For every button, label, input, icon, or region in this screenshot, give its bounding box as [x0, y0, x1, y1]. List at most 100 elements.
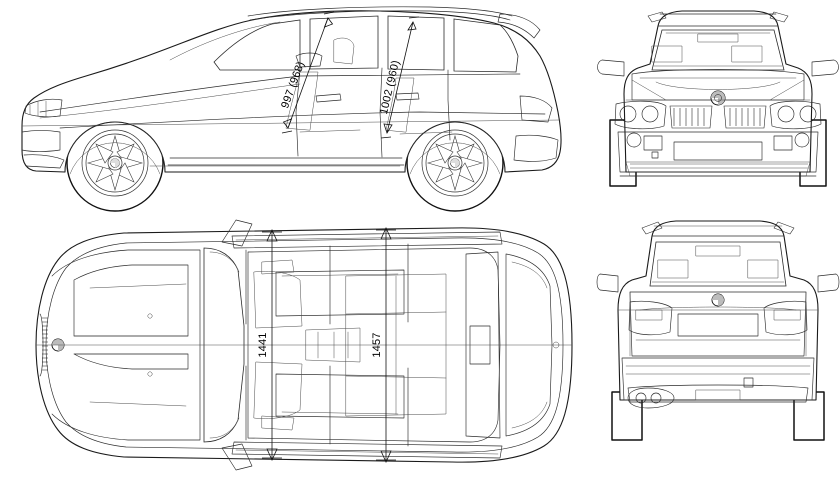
rear-exhaust-tips [627, 387, 675, 409]
front-roof-rail-right [769, 11, 789, 23]
top-washer-nozzle-left [147, 313, 153, 319]
rear-mirror-left [596, 273, 619, 293]
rear-headrest-left [657, 259, 689, 279]
side-windshield [213, 19, 301, 71]
rear-bumper [621, 357, 815, 401]
side-front-headrest [333, 37, 355, 65]
side-quarter-window [453, 18, 519, 73]
front-license-plate [673, 141, 763, 161]
dimension-label-front-track: 1441 [257, 332, 269, 357]
rear-tailgate-crease [639, 306, 797, 311]
front-kidney-grille-right [723, 105, 767, 129]
top-center-console [305, 327, 361, 363]
top-tailgate-edges [511, 261, 548, 429]
top-hood-panel-right [73, 353, 189, 370]
top-windshield-edges [209, 251, 240, 439]
front-headlight-left [614, 100, 667, 130]
top-mirror-left [221, 219, 253, 247]
top-seat-front-right [253, 361, 303, 419]
top-sunroof [275, 269, 405, 317]
side-rear-door-window [387, 15, 445, 71]
rear-bmw-roundel [711, 293, 725, 307]
front-right-vent [773, 135, 793, 151]
view-front-elevation [596, 0, 840, 205]
side-ref-horizontal [21, 119, 561, 127]
top-hood-center-seams [73, 335, 189, 355]
top-hood-panel-left [73, 264, 189, 337]
front-rearview-mirror [697, 33, 739, 43]
top-headrest-front-right [261, 415, 295, 431]
side-lower-intake [23, 154, 65, 169]
rear-parking-sensor [743, 377, 754, 388]
front-foglight-left [626, 132, 642, 148]
dimension-rear-track: 1457 [371, 227, 396, 463]
side-front-wheel [66, 114, 164, 212]
rear-roof-rail-right [773, 221, 795, 235]
rear-window [649, 241, 787, 287]
view-side-elevation: 997 (968) 1002 (960) [0, 0, 600, 215]
side-hood-line [169, 21, 281, 61]
top-sunroof-inner [281, 273, 399, 415]
top-mirror-right [221, 443, 253, 471]
rear-license-plate [677, 313, 759, 337]
rear-tow-cover [695, 389, 741, 401]
front-roof-rail-left [647, 11, 667, 23]
rear-high-mount-light [695, 245, 741, 257]
side-front-seat [285, 71, 319, 131]
side-rear-seat [385, 77, 415, 133]
side-shoulder-line [59, 111, 546, 129]
dimension-label-rear-track: 1457 [371, 332, 383, 357]
side-rear-fender-arch [404, 121, 506, 173]
rear-mirror-right [817, 273, 840, 293]
front-bmw-roundel [710, 90, 726, 106]
front-mirror-right [811, 59, 839, 77]
view-rear-elevation [596, 210, 840, 477]
front-headrest-left [651, 45, 683, 63]
side-front-arch-inner [69, 142, 161, 175]
top-sunroof-rear [275, 373, 405, 419]
side-taillight [519, 95, 553, 123]
side-door-handle-front [315, 93, 342, 103]
front-windshield [651, 29, 785, 71]
top-tailgate [505, 253, 553, 437]
side-door-handle-rear [395, 92, 420, 101]
front-intake-mesh [630, 163, 808, 173]
front-foglight-right [794, 132, 810, 148]
front-headrest-right [731, 45, 763, 63]
side-rear-arch-inner [409, 142, 501, 175]
side-front-fender-arch [64, 121, 166, 173]
dimension-front-track: 1441 [257, 229, 282, 461]
top-seat-front-left [253, 271, 303, 329]
top-hood-creases [89, 283, 187, 407]
rear-lower-valance [627, 384, 809, 403]
top-high-mount-stoplight [469, 325, 491, 365]
front-hood-side-creases [631, 79, 805, 101]
view-top-plan: 1441 1457 [0, 214, 600, 477]
top-rear-bench [345, 273, 447, 417]
front-kidney-grille-left [669, 105, 713, 129]
top-rear-glass [465, 251, 501, 439]
top-washer-nozzle-right [147, 371, 153, 377]
top-grille-slats [42, 317, 48, 371]
side-roof-rail-lower [249, 10, 511, 21]
rear-headrest-right [747, 259, 779, 279]
side-rear-wheel [406, 114, 504, 212]
side-door-shut-mid [379, 67, 383, 158]
side-roof-spoiler [497, 13, 541, 39]
front-left-vent [643, 135, 663, 151]
rear-tailgate-sides [629, 291, 807, 357]
rear-tailgate [629, 291, 807, 357]
side-rear-seat-base [399, 131, 453, 135]
side-seat-base [299, 129, 361, 133]
side-front-bumper [21, 130, 61, 152]
side-roof-rail [247, 6, 513, 17]
top-roof-rail-inner [235, 235, 499, 455]
front-hood [631, 69, 805, 101]
side-door-shut-rear [447, 69, 451, 141]
front-bumper [617, 131, 819, 173]
rear-roof-rail-left [641, 221, 663, 235]
top-roof [247, 247, 501, 443]
side-beltline [39, 73, 521, 113]
side-hood-crease [39, 83, 301, 119]
